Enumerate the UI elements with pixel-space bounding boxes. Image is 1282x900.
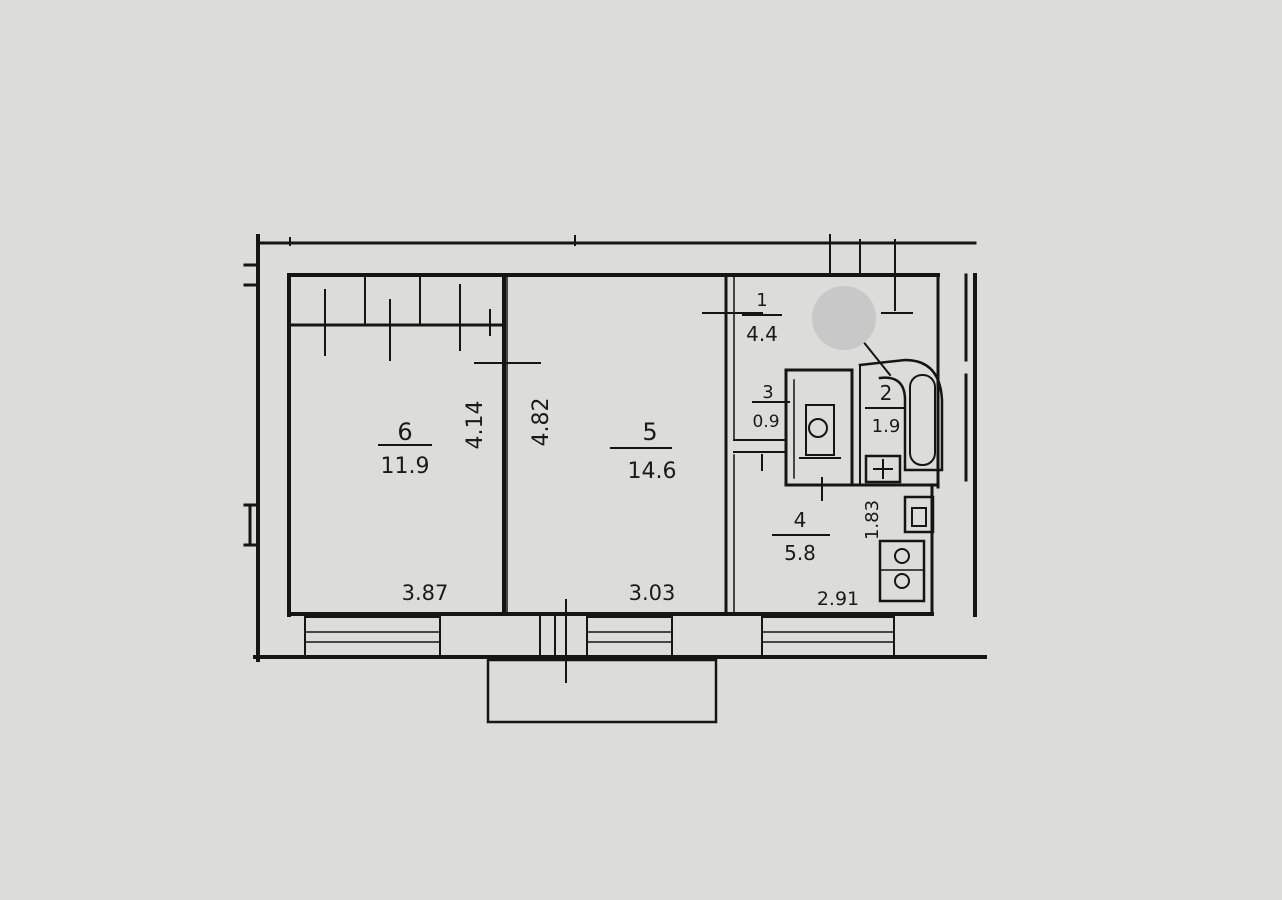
room-3-number: 3	[762, 382, 773, 403]
room-5-area: 14.6	[628, 459, 677, 484]
room-6-number: 6	[397, 418, 412, 446]
room-2-number: 2	[880, 381, 893, 405]
room-1-area: 4.4	[746, 322, 778, 346]
room-5-width-dimension: 3.03	[629, 581, 676, 605]
room-4-number: 4	[794, 508, 807, 532]
walls	[243, 234, 987, 724]
room-4-width-dimension: 2.91	[817, 588, 859, 610]
room-2-area: 1.9	[872, 416, 901, 437]
room-5-depth-dimension: 4.82	[529, 398, 554, 447]
room-1-number: 1	[756, 290, 767, 311]
redaction-marker	[812, 286, 876, 350]
room-6-area: 11.9	[381, 454, 430, 479]
fraction-bars	[378, 314, 905, 536]
room-4-area: 5.8	[784, 541, 816, 565]
room-4-depth-dimension: 1.83	[862, 500, 883, 540]
room-6-depth-dimension: 4.14	[463, 401, 488, 450]
room-6-width-dimension: 3.87	[402, 581, 449, 605]
room-5-number: 5	[642, 418, 657, 446]
room-3-area: 0.9	[752, 412, 779, 432]
